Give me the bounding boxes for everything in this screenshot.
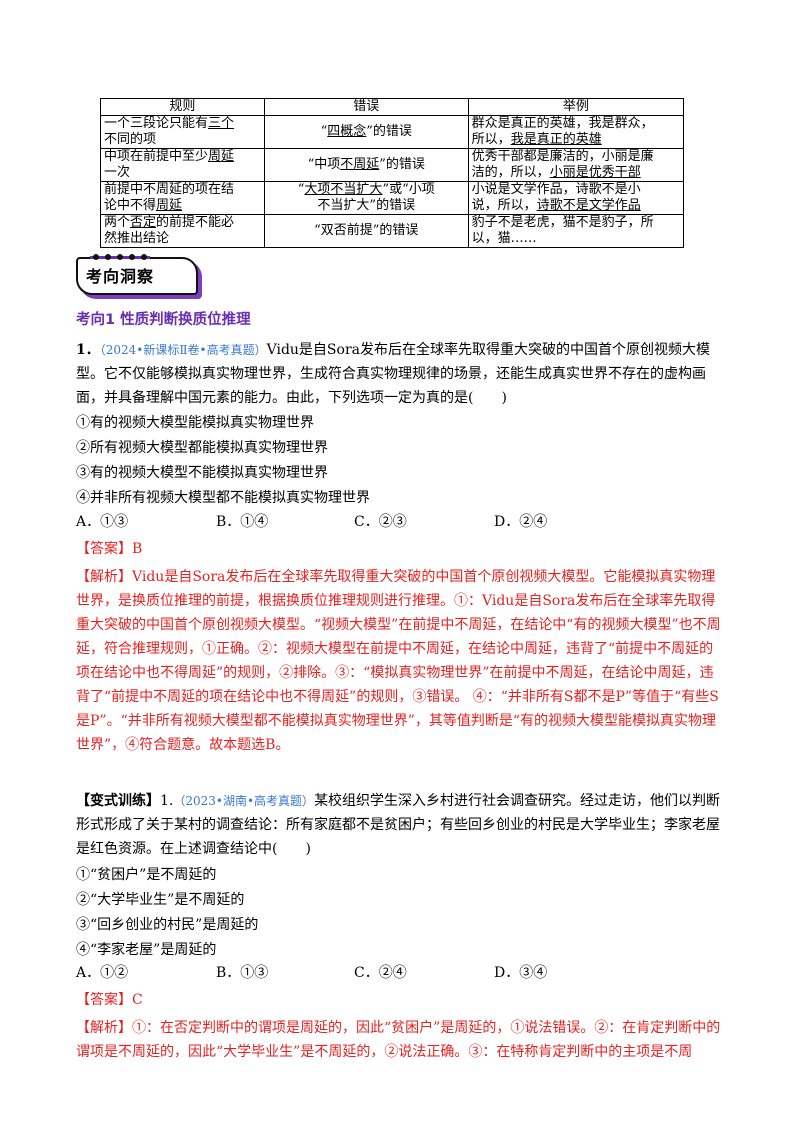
table-row: 中项在前提中至少周延一次 “中项不周延”的错误 优秀干部都是廉洁的，小丽是廉洁的… bbox=[100, 148, 685, 182]
rule-cell: 两个否定的前提不能必然推出结论 bbox=[100, 214, 265, 248]
choice-item: ④“李家老屋”是周延的 bbox=[76, 942, 217, 958]
answer-line: 【答案】B bbox=[76, 541, 143, 557]
rule-cell: 前提中不周延的项在结论中不得周延 bbox=[100, 181, 265, 215]
rule-cell: 中项在前提中至少周延一次 bbox=[100, 148, 265, 182]
table-header-cell: 规则 bbox=[100, 98, 265, 116]
table-row: 一个三段论只能有三个不同的项 “四概念”的错误 群众是真正的英雄，我是群众，所以… bbox=[100, 115, 685, 149]
analysis-paragraph: 【解析】①：在否定判断中的谓项是周延的，因此“贫困户”是周延的，①说法错误。②：… bbox=[76, 1020, 721, 1060]
answer-line: 【答案】C bbox=[76, 992, 143, 1008]
error-cell: “双否前提”的错误 bbox=[263, 214, 469, 248]
question-2-stem: 【变式训练】1.（2023•湖南•高考真题）某校组织学生深入乡村进行社会调查研究… bbox=[76, 793, 721, 857]
option-d: D．②④ bbox=[494, 514, 548, 530]
option-b: B．①④ bbox=[216, 514, 269, 530]
question-source: （2024•新课标Ⅱ卷•高考真题） bbox=[99, 343, 267, 357]
choice-item: ②所有视频大模型都能模拟真实物理世界 bbox=[76, 440, 328, 456]
syllogism-rules-table: 规则 错误 举例 一个三段论只能有三个不同的项 “四概念”的错误 群众是真正的英… bbox=[100, 98, 685, 248]
error-cell: “大项不当扩大”或“小项不当扩大”的错误 bbox=[263, 181, 469, 215]
table-header-cell: 错误 bbox=[263, 98, 469, 116]
table-row: 两个否定的前提不能必然推出结论 “双否前提”的错误 豹子不是老虎，猫不是豹子，所… bbox=[100, 214, 685, 248]
example-cell: 优秀干部都是廉洁的，小丽是廉洁的，所以，小丽是优秀干部 bbox=[467, 148, 685, 182]
option-c: C．②④ bbox=[354, 965, 407, 981]
option-a: A．①③ bbox=[76, 514, 129, 530]
analysis-paragraph: 【解析】Vidu是自Sora发布后在全球率先取得重大突破的中国首个原创视频大模型… bbox=[76, 569, 721, 753]
option-c: C．②③ bbox=[354, 514, 407, 530]
choice-item: ③“回乡创业的村民”是周延的 bbox=[76, 917, 259, 933]
choice-item: ②“大学毕业生”是不周延的 bbox=[76, 892, 245, 908]
example-cell: 群众是真正的英雄，我是群众，所以，我是真正的英雄 bbox=[467, 115, 685, 149]
section-title: 考向1 性质判断换质位推理 bbox=[76, 312, 251, 328]
choice-item: ③有的视频大模型不能模拟真实物理世界 bbox=[76, 465, 328, 481]
example-cell: 小说是文学作品，诗歌不是小说，所以，诗歌不是文学作品 bbox=[467, 181, 685, 215]
choice-item: ①“贫困户”是不周延的 bbox=[76, 867, 217, 883]
section-badge: 考向洞察 bbox=[76, 253, 198, 295]
options-row: A．①② B．①③ C．②④ D．③④ bbox=[76, 962, 726, 986]
rule-cell: 一个三段论只能有三个不同的项 bbox=[100, 115, 265, 149]
options-row: A．①③ B．①④ C．②③ D．②④ bbox=[76, 511, 726, 535]
option-a: A．①② bbox=[76, 965, 129, 981]
spiral-binding-icon bbox=[90, 254, 150, 260]
choice-item: ①有的视频大模型能模拟真实物理世界 bbox=[76, 415, 314, 431]
option-d: D．③④ bbox=[494, 965, 548, 981]
error-cell: “中项不周延”的错误 bbox=[263, 148, 469, 182]
question-1-stem: 1．（2024•新课标Ⅱ卷•高考真题）Vidu是自Sora发布后在全球率先取得重… bbox=[76, 342, 710, 406]
example-cell: 豹子不是老虎，猫不是豹子，所以，猫…… bbox=[467, 214, 685, 248]
choice-item: ④并非所有视频大模型都不能模拟真实物理世界 bbox=[76, 490, 370, 506]
table-header-cell: 举例 bbox=[467, 98, 685, 116]
table-header-row: 规则 错误 举例 bbox=[100, 98, 685, 116]
option-b: B．①③ bbox=[216, 965, 269, 981]
table-row: 前提中不周延的项在结论中不得周延 “大项不当扩大”或“小项不当扩大”的错误 小说… bbox=[100, 181, 685, 215]
error-cell: “四概念”的错误 bbox=[263, 115, 469, 149]
badge-label: 考向洞察 bbox=[86, 267, 155, 286]
question-source: （2023•湖南•高考真题） bbox=[173, 794, 315, 808]
